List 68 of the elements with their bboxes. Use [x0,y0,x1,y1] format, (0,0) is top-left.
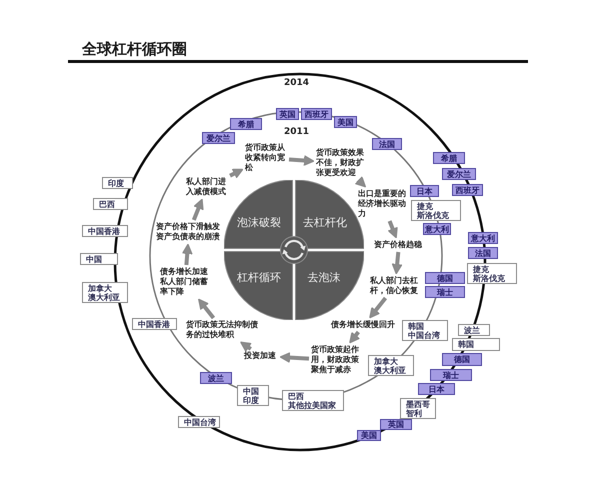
country-box: 西班牙 [452,184,483,196]
step-text: 私人部门进入减债模式 [186,177,228,197]
arrow [348,330,360,344]
step-text: 债务增长缓慢回升 [331,320,397,330]
country-box: 韩国 中国台湾 [402,320,448,341]
arrow [239,340,252,352]
step-text: 投资加速 [244,351,278,361]
step-text: 货币政策效果不佳，财政扩张更受欢迎 [316,148,366,178]
arrow [354,176,367,188]
country-box: 美国 [357,430,381,441]
sector-label: 去杠杆化 [302,216,348,229]
arrow [196,298,216,320]
arrow [229,168,244,179]
country-box: 中国香港 [132,318,177,330]
country-box: 加拿大 澳大利亚 [368,355,414,376]
step-text: 货币政策起作用，财政政策聚焦于减赤 [311,345,361,375]
sector-label: 杠杆循环 [236,271,282,284]
country-box: 韩国 [452,338,500,351]
country-box: 捷克 斯洛伐克 [467,263,517,284]
country-box: 西班牙 [301,108,332,120]
arrow [392,252,403,274]
country-box: 中国 [80,253,118,265]
step-text: 资产价格趋稳 [374,240,424,250]
step-text: 债务增长加速私人部门储蓄率下降 [160,267,210,297]
arrow [368,296,388,320]
country-box: 英国 [380,419,412,430]
country-box: 希腊 [230,118,262,130]
country-box: 希腊 [433,152,465,164]
country-box: 德国 [442,353,482,366]
title: 全球杠杆循环圈 [82,40,187,58]
country-box: 日本 [410,185,439,197]
country-box: 波兰 [458,324,490,336]
country-box: 法国 [372,138,402,150]
country-box: 德国 [425,272,465,284]
country-box: 意大利 [423,223,451,235]
country-box: 爱尔兰 [202,132,235,144]
country-box: 巴西 其他拉美国家 [282,390,344,411]
step-text: 货币政策从收紧转向宽松 [245,143,287,173]
country-box: 中国香港 [82,225,128,237]
country-box: 中国 印度 [237,385,269,406]
country-box: 加拿大 澳大利亚 [82,282,128,303]
step-text: 资产价格下滑触发资产负债表的崩溃 [156,222,222,242]
sector-label: 泡沫破裂 [236,216,282,229]
country-box: 美国 [334,116,357,128]
step-text: 货币政策无法抑制债务的过快堆积 [186,320,260,340]
arrow [192,198,204,221]
country-box: 中国台湾 [178,416,220,428]
arrow [182,244,193,266]
country-box: 英国 [276,108,299,120]
country-box: 意大利 [468,232,498,244]
country-box: 日本 [418,383,455,395]
step-text: 出口是重要的经济增长驱动力 [358,189,408,219]
arrow [387,220,398,239]
year-label: 2011 [284,127,310,138]
country-box: 瑞士 [425,286,465,298]
country-box: 印度 [102,177,133,189]
arrow [288,155,314,166]
country-box: 波兰 [200,372,232,384]
year-label: 2014 [284,78,310,89]
arrow [280,352,310,364]
step-text: 私人部门去杠杆，信心恢复 [370,276,420,296]
country-box: 爱尔兰 [442,168,476,180]
country-box: 巴西 [93,198,128,210]
sector-label: 去泡沫 [306,271,342,284]
country-box: 法国 [468,247,498,259]
country-box: 瑞士 [430,369,472,381]
country-box: 捷克 斯洛伐克 [411,200,461,221]
country-box: 墨西哥 智利 [400,398,436,419]
